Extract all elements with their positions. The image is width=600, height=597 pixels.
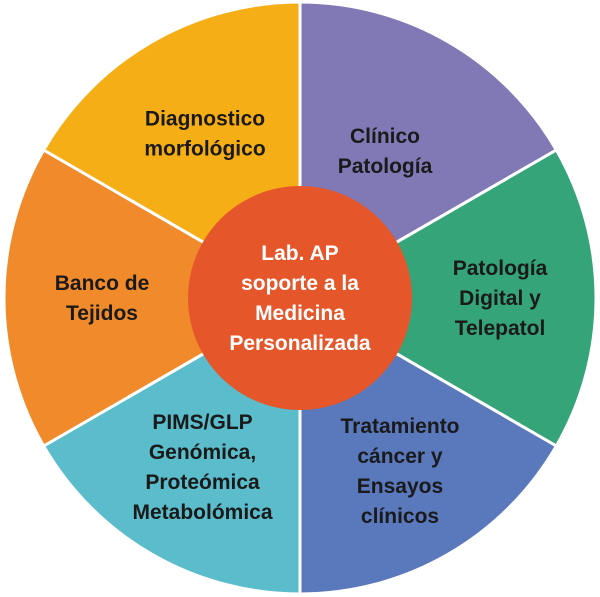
segment-label-line: Genómica, [149,441,256,464]
segment-label-line: clínicos [361,505,439,528]
center-label-line: Lab. AP [261,242,338,265]
segment-label-line: Tratamiento [340,415,459,438]
segment-label-line: Metabolómica [132,501,272,524]
segment-label-line: Digital y [459,287,541,310]
center-label-line: Personalizada [229,332,371,355]
segment-label-line: Patología [338,155,433,178]
segment-label-banco-tejidos: Banco de Tejidos [55,272,150,325]
segment-label-line: Diagnostico [145,107,265,130]
segment-banco-tejidos [2,147,303,449]
center-label-line: Medicina [255,302,345,325]
segment-label-line: morfológico [144,137,265,160]
segment-label-line: Clínico [350,125,420,148]
segment-label-line: Ensayos [357,475,443,498]
segment-label-line: PIMS/GLP [152,411,252,434]
segment-label-line: cáncer y [357,445,443,468]
segment-label-diagnostico-morfologico: Diagnostico morfológico [144,107,265,160]
center-label-line: soporte a la [241,272,359,295]
segment-label-line: Tejidos [66,302,138,325]
segment-label-line: Proteómica [145,471,260,494]
segment-label-line: Banco de [55,272,150,295]
segment-patologia-digital [296,147,598,449]
segment-label-tratamiento-cancer: Tratamiento cáncer y Ensayos clínicos [340,415,459,528]
segment-label-line: Patología [453,257,548,280]
center-circle [188,186,412,410]
segment-label-line: Telepatol [455,317,546,340]
